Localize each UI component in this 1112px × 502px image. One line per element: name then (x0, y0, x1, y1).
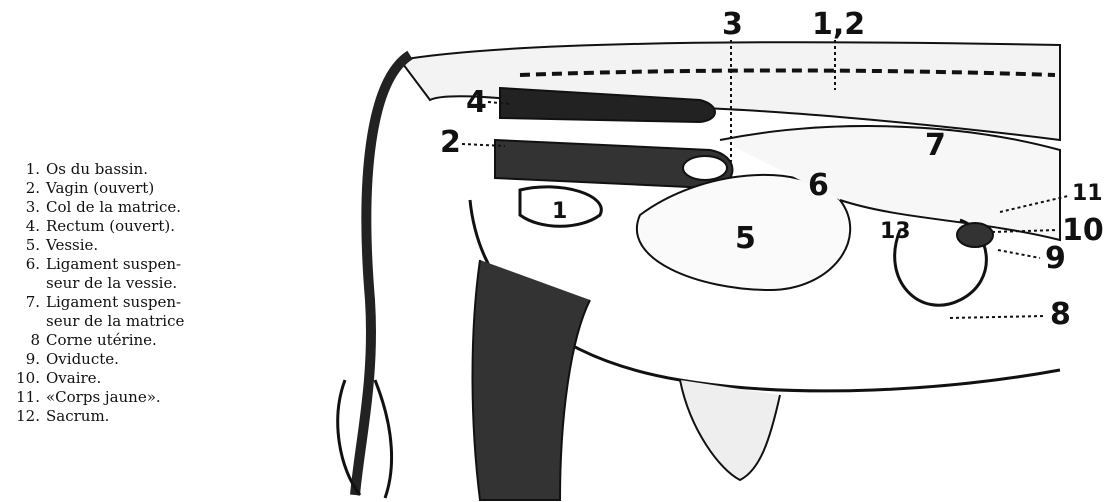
legend-number: 11. (6, 388, 46, 407)
legend-item: 12.Sacrum. (6, 407, 306, 426)
callout-11: 11 (1072, 181, 1103, 206)
legend-number: 1. (6, 160, 46, 179)
legend-item: 9.Oviducte. (6, 350, 306, 369)
callout-7: 7 (925, 128, 946, 163)
legend-text: Corne utérine. (46, 331, 157, 350)
callout-10: 10 (1062, 213, 1104, 248)
legend-number: 2. (6, 179, 46, 198)
callout-13: 13 (880, 219, 911, 244)
legend-number: 3. (6, 198, 46, 217)
legend-item: 5.Vessie. (6, 236, 306, 255)
legend-text: Rectum (ouvert). (46, 217, 175, 236)
legend-item: 3.Col de la matrice. (6, 198, 306, 217)
callout-3: 3 (722, 7, 743, 42)
cervix (683, 156, 727, 180)
callout-4: 4 (466, 85, 487, 120)
callout-6: 6 (808, 168, 829, 203)
legend: 1.Os du bassin.2.Vagin (ouvert)3.Col de … (6, 160, 306, 426)
legend-item: 1.Os du bassin. (6, 160, 306, 179)
legend-text: Os du bassin. (46, 160, 148, 179)
legend-number: 10. (6, 369, 46, 388)
legend-text: Ligament suspen- seur de la vessie. (46, 255, 181, 293)
legend-item: 2.Vagin (ouvert) (6, 179, 306, 198)
callout-1: 1 (552, 199, 567, 224)
callout-1-2: 1,2 (812, 7, 865, 42)
legend-number: 8 (6, 331, 46, 350)
legend-item: 4.Rectum (ouvert). (6, 217, 306, 236)
legend-number: 12. (6, 407, 46, 426)
ovary (957, 223, 993, 247)
tail (355, 55, 410, 495)
legend-text: Oviducte. (46, 350, 119, 369)
callout-9: 9 (1045, 241, 1066, 276)
legend-item: 6.Ligament suspen- seur de la vessie. (6, 255, 306, 293)
legend-item: 11.«Corps jaune». (6, 388, 306, 407)
legend-text: Sacrum. (46, 407, 109, 426)
anatomical-illustration: 3 1,2 4 2 7 6 1 5 13 11 10 9 8 (330, 0, 1112, 502)
legend-text: Col de la matrice. (46, 198, 181, 217)
legend-item: 7.Ligament suspen- seur de la matrice (6, 293, 306, 331)
leg (473, 260, 591, 500)
legend-text: Vagin (ouvert) (46, 179, 154, 198)
legend-number: 6. (6, 255, 46, 274)
legend-item: 10.Ovaire. (6, 369, 306, 388)
udder (680, 380, 780, 480)
callout-5: 5 (735, 221, 756, 256)
legend-number: 9. (6, 350, 46, 369)
legend-number: 4. (6, 217, 46, 236)
legend-text: Ovaire. (46, 369, 101, 388)
callout-2: 2 (440, 125, 461, 160)
legend-text: «Corps jaune». (46, 388, 161, 407)
legend-number: 5. (6, 236, 46, 255)
legend-number: 7. (6, 293, 46, 312)
legend-text: Vessie. (46, 236, 98, 255)
legend-text: Ligament suspen- seur de la matrice (46, 293, 184, 331)
callout-8: 8 (1050, 297, 1071, 332)
